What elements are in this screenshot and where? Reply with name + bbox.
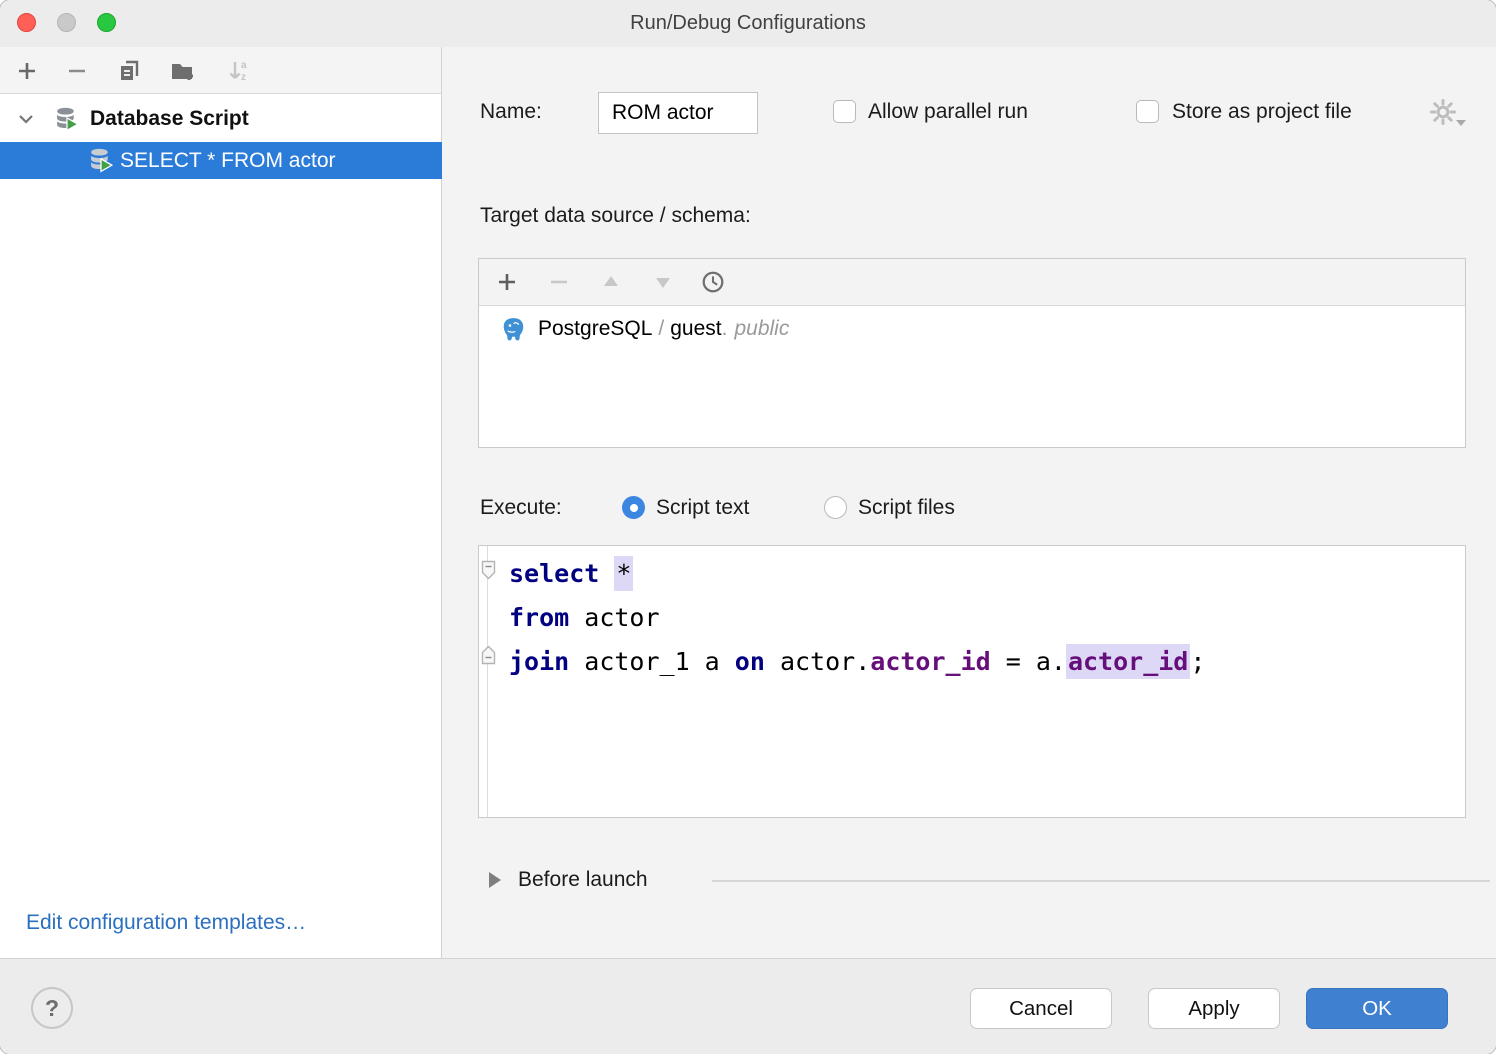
chevron-down-icon <box>1456 120 1466 126</box>
cancel-button[interactable]: Cancel <box>970 988 1112 1029</box>
gear-icon[interactable] <box>1428 97 1466 127</box>
data-source-toolbar <box>479 259 1465 306</box>
script-text-editor[interactable]: select * from actor join actor_1 a on acto… <box>478 545 1466 818</box>
tree-item-label: SELECT * FROM actor <box>120 148 336 172</box>
new-folder-icon[interactable] <box>170 58 196 84</box>
data-source-engine: PostgreSQL <box>538 317 653 340</box>
history-clock-icon[interactable] <box>700 269 726 295</box>
add-icon[interactable] <box>14 58 40 84</box>
close-window-button[interactable] <box>17 13 36 32</box>
data-source-row[interactable]: PostgreSQL / guest . public <box>479 309 1465 349</box>
database-script-icon <box>91 148 114 173</box>
move-down-icon <box>650 269 676 295</box>
window-title: Run/Debug Configurations <box>630 12 866 34</box>
fold-marker-icon[interactable] <box>481 560 496 580</box>
script-files-radio[interactable] <box>824 496 847 519</box>
store-as-project-file-label: Store as project file <box>1172 100 1352 123</box>
zoom-window-button[interactable] <box>97 13 116 32</box>
tree-item-select-from-actor[interactable]: SELECT * FROM actor <box>0 142 442 179</box>
remove-icon <box>546 269 572 295</box>
tree-item-database-script[interactable]: Database Script <box>0 98 442 140</box>
move-up-icon <box>598 269 624 295</box>
help-button[interactable]: ? <box>31 987 73 1029</box>
postgresql-icon <box>503 317 524 340</box>
expand-arrow-icon[interactable] <box>489 872 501 888</box>
configuration-form-panel <box>442 47 1496 958</box>
editor-gutter <box>487 546 488 817</box>
before-launch-label[interactable]: Before launch <box>518 868 648 891</box>
data-source-schema: public <box>734 317 790 340</box>
name-input[interactable] <box>598 92 758 134</box>
store-as-project-file-checkbox[interactable] <box>1136 100 1159 123</box>
remove-icon[interactable] <box>64 58 90 84</box>
data-source-dot: . <box>721 317 728 340</box>
code-line[interactable]: from actor <box>509 603 660 632</box>
allow-parallel-run-label: Allow parallel run <box>868 100 1028 123</box>
before-launch-divider <box>712 880 1490 882</box>
data-source-database: guest <box>670 317 722 340</box>
titlebar: Run/Debug Configurations <box>0 0 1496 48</box>
name-label: Name: <box>480 100 542 123</box>
fold-marker-icon[interactable] <box>481 645 496 665</box>
database-script-icon <box>57 107 80 131</box>
script-text-label: Script text <box>656 496 750 519</box>
script-files-label: Script files <box>858 496 955 519</box>
copy-icon[interactable] <box>116 58 142 84</box>
target-data-source-panel: PostgreSQL / guest . public <box>478 258 1466 448</box>
minimize-window-button[interactable] <box>57 13 76 32</box>
code-line[interactable]: join actor_1 a on actor.actor_id = a.act… <box>509 640 1461 684</box>
allow-parallel-run-checkbox[interactable] <box>833 100 856 123</box>
tree-item-label: Database Script <box>90 107 249 130</box>
configurations-sidebar <box>0 47 442 958</box>
data-source-separator: / <box>658 317 665 340</box>
apply-button[interactable]: Apply <box>1148 988 1280 1029</box>
target-data-source-label: Target data source / schema: <box>480 204 751 227</box>
add-icon[interactable] <box>494 269 520 295</box>
svg-text:a: a <box>241 60 247 71</box>
code-lines[interactable]: select * from actor join actor_1 a on acto… <box>509 552 1461 684</box>
execute-label: Execute: <box>480 496 562 519</box>
script-text-radio[interactable] <box>622 496 645 519</box>
code-line[interactable]: select * <box>509 552 1461 596</box>
svg-text:z: z <box>241 72 246 83</box>
ok-button[interactable]: OK <box>1306 988 1448 1029</box>
edit-configuration-templates-link[interactable]: Edit configuration templates… <box>26 911 307 934</box>
chevron-down-icon[interactable] <box>16 109 36 129</box>
